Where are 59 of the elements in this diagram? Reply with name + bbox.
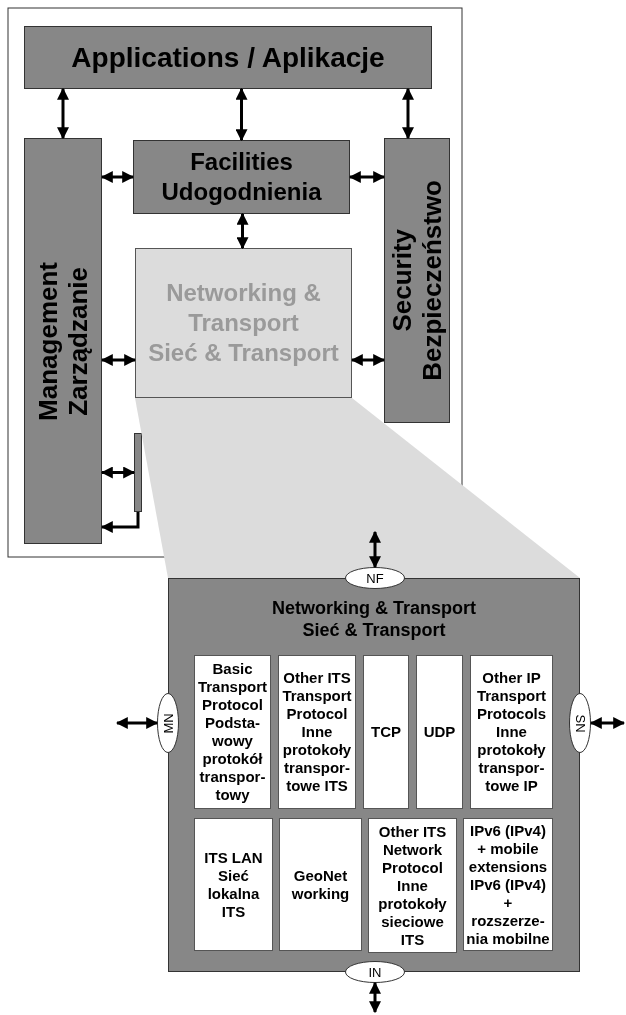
- layer-box: [24, 26, 432, 89]
- interface-label: NF: [366, 570, 384, 586]
- box-label: Networking & Transport: [165, 278, 322, 338]
- arrow: [369, 530, 381, 569]
- box-label: UDP: [423, 723, 456, 741]
- protocol-box: [463, 818, 553, 951]
- layer-box: [24, 138, 102, 544]
- arrow: [236, 212, 249, 250]
- box-label: Sieć lokalna ITS: [206, 866, 261, 921]
- box-label: Management: [33, 261, 63, 421]
- arrow: [100, 354, 137, 366]
- arrow: [100, 466, 136, 479]
- box-label: Udogodnienia: [161, 177, 322, 207]
- layer-box: [135, 248, 352, 398]
- protocol-box: [194, 818, 273, 951]
- box-label: Inne protokoły sieciowe ITS: [377, 876, 448, 949]
- protocol-box: [416, 655, 463, 809]
- box-label: Other ITS Network Protocol: [377, 822, 448, 877]
- protocol-box: [363, 655, 409, 809]
- protocol-box: [278, 655, 356, 809]
- layer-box: [134, 433, 142, 512]
- panel-title: Networking & Transport: [272, 597, 476, 619]
- interface-label: IN: [368, 964, 382, 980]
- protocol-box: [470, 655, 553, 809]
- layer-box: [133, 140, 350, 214]
- arrow: [115, 717, 159, 729]
- box-label: Other IP Transport Protocols: [475, 669, 548, 723]
- panel-title: Sieć & Transport: [302, 619, 446, 641]
- box-label: Podsta- wowy protokół transpor- towy: [198, 714, 267, 804]
- arrow: [235, 87, 248, 142]
- box-label: Basic Transport Protocol: [197, 660, 268, 714]
- protocol-box: [368, 818, 457, 953]
- arrow: [369, 981, 381, 1014]
- box-label: ITS LAN: [204, 848, 263, 867]
- protocol-box: [279, 818, 362, 951]
- box-label: Facilities: [190, 147, 293, 177]
- box-label: GeoNet working: [290, 866, 351, 903]
- box-label: Applications / Aplikacje: [71, 41, 385, 74]
- arrow: [348, 171, 386, 183]
- box-label: Bezpieczeństwo: [417, 180, 447, 381]
- arrow: [350, 354, 386, 366]
- arrow: [57, 87, 69, 140]
- arrow: [402, 87, 414, 140]
- layer-box: [384, 138, 450, 423]
- interface-label: MN: [160, 712, 176, 734]
- box-label: IPv6 (IPv4) + rozszerze- nia mobilne: [466, 875, 550, 948]
- box-label: Security: [387, 229, 417, 332]
- arrow: [589, 717, 626, 729]
- interface-label: SN: [572, 713, 588, 733]
- box-label: Inne protokoły transpor- towe IP: [476, 723, 547, 795]
- box-label: Sieć & Transport: [148, 338, 339, 368]
- box-label: Inne protokoły transpor- towe ITS: [281, 723, 353, 795]
- box-label: IPv6 (IPv4) + mobile extensions: [467, 821, 549, 876]
- box-label: Other ITS Transport Protocol: [281, 669, 353, 723]
- box-label: Zarządzanie: [63, 266, 93, 416]
- arrow: [100, 512, 140, 533]
- box-label: TCP: [371, 723, 401, 741]
- protocol-box: [194, 655, 271, 809]
- arrow: [100, 171, 135, 183]
